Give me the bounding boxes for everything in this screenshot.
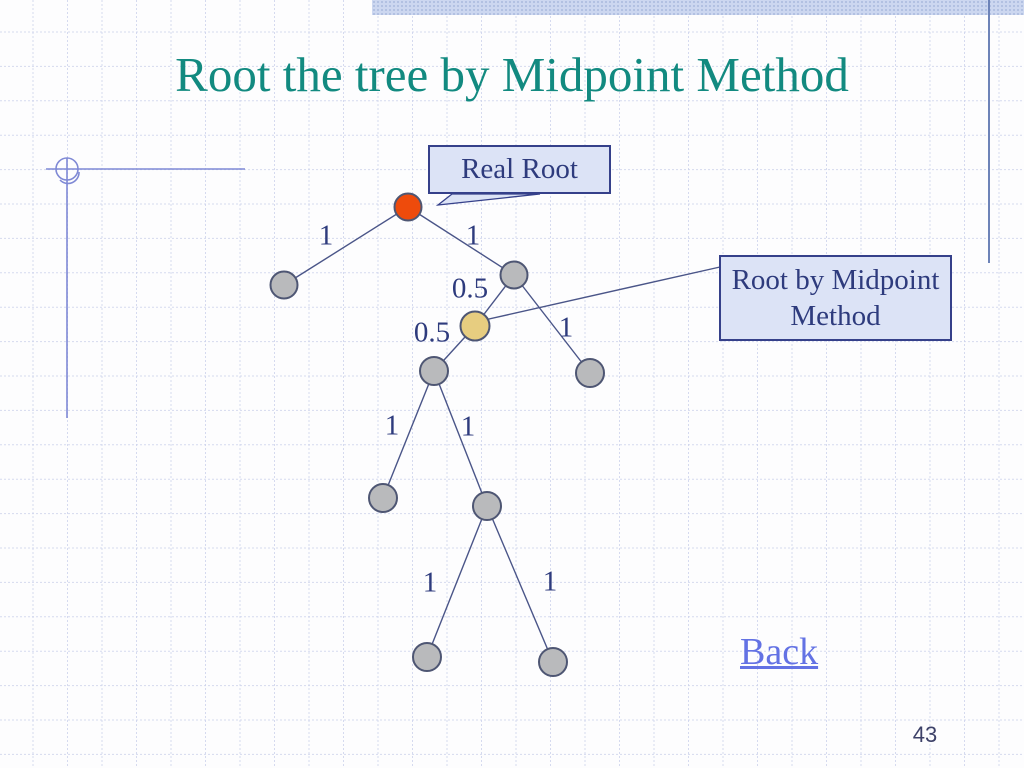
back-link[interactable]: Back — [740, 631, 819, 673]
tree-edge — [486, 505, 554, 663]
tree-node-real-root — [393, 192, 423, 222]
tree-edge — [407, 206, 515, 276]
real-root-callout-text: Real Root — [461, 153, 578, 185]
edge-weight-label: 1 — [466, 220, 481, 252]
edge-weight-label: 1 — [543, 566, 558, 598]
tree-node-node-e — [412, 642, 442, 672]
midpoint-callout-line1: Root by Midpoint — [731, 264, 940, 296]
page-number: 43 — [912, 722, 938, 747]
midpoint-callout-connector — [479, 266, 721, 322]
tree-edge — [426, 505, 488, 658]
tree-node-node-d — [472, 491, 502, 521]
midpoint-callout-line2: Method — [790, 300, 881, 332]
tree-edge — [283, 206, 409, 286]
real-root-callout-tail — [435, 193, 541, 206]
tree-edge — [513, 274, 591, 374]
tree-node-midpoint-root — [459, 310, 491, 342]
midpoint-callout: Root by Midpoint Method — [719, 255, 952, 341]
corner-ornament — [46, 157, 245, 418]
slide-title: Root the tree by Midpoint Method — [175, 47, 849, 102]
edge-weight-label: 1 — [461, 411, 476, 443]
edge-weight-label: 0.5 — [414, 317, 450, 349]
edge-weight-label: 0.5 — [452, 273, 488, 305]
edge-weight-label: 1 — [319, 220, 334, 252]
tree-node-node-a — [575, 358, 605, 388]
tree-node-node-f — [538, 647, 568, 677]
edge-weight-label: 1 — [423, 567, 438, 599]
real-root-callout: Real Root — [428, 145, 611, 194]
tree-edge — [433, 370, 488, 507]
edge-weight-label: 1 — [385, 410, 400, 442]
edge-weight-label: 1 — [559, 312, 574, 344]
top-decor-band — [372, 0, 1024, 15]
tree-node-node-c — [368, 483, 398, 513]
tree-node-left-child — [269, 270, 299, 300]
tree-edge — [382, 370, 435, 499]
tree-node-right-child — [499, 260, 529, 290]
tree-node-node-b — [419, 356, 449, 386]
